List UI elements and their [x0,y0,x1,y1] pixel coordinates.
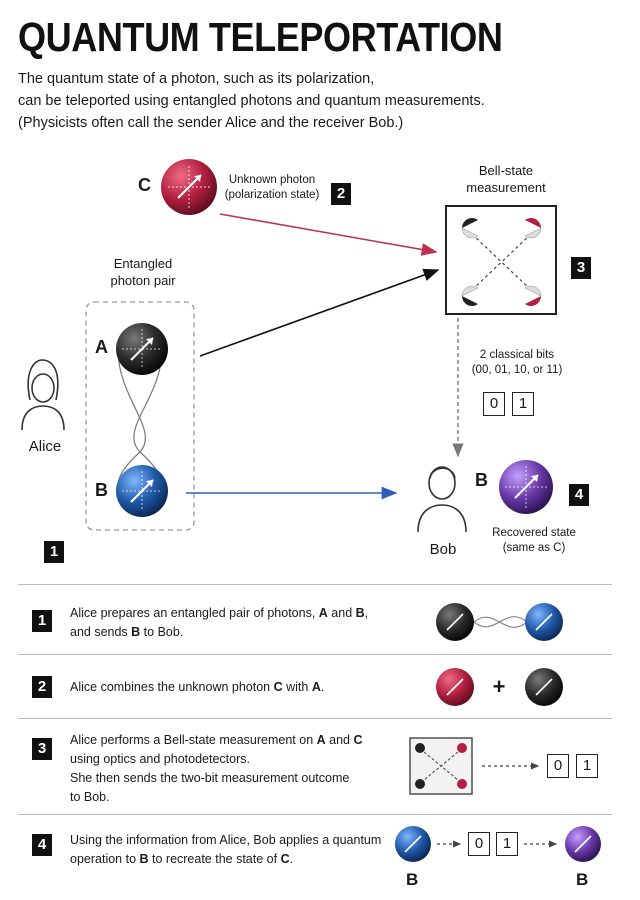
step-text-line: and sends B to Bob. [70,623,368,642]
arrow-a-to-bell [199,268,440,357]
step-text-segment: to Bob. [70,790,110,804]
step-badge-2: 2 [331,183,351,205]
recovered-state-label: Recovered state (same as C) [492,527,576,554]
photon-b [116,465,168,517]
step-3-text: Alice performs a Bell-state measurement … [70,731,363,807]
step-text-segment: . [289,852,294,866]
bob-photon-letter: B [475,470,488,490]
step-text-segment: She then sends the two-bit measurement o… [70,771,350,785]
step-badge-4: 4 [569,484,589,506]
step-text-line: Using the information from Alice, Bob ap… [70,831,381,850]
divider [18,814,612,815]
intro-line: The quantum state of a photon, such as i… [18,71,375,87]
bit-box: 1 [512,392,534,416]
unknown-photon-label: Unknown photon (polarization state) [224,174,320,201]
step-text-segment: using optics and photodetectors. [70,752,250,766]
photon-c [161,159,217,215]
bell-state-label: Bell-state measurement [466,163,546,195]
arrow-c-to-bell [219,213,438,256]
step-list-badge-4: 4 [32,834,52,856]
photon-recovered [499,460,553,514]
step-badge-1: 1 [44,541,64,563]
step-badge-3: 3 [571,257,591,279]
step4-b-right-letter: B [576,870,589,889]
step-text-segment: to Bob. [140,625,184,639]
step-list-badge-1: 1 [32,610,52,632]
step-text-emphasis: B [355,606,365,620]
bit-box: 0 [468,832,490,856]
step-text-line: to Bob. [70,788,363,807]
step-text-segment: and [325,733,354,747]
bit-box: 0 [483,392,505,416]
step-list-badge-2: 2 [32,676,52,698]
bell-state-box [445,205,557,315]
step-2-text: Alice combines the unknown photon C with… [70,678,324,697]
step-text-line: Alice combines the unknown photon C with… [70,678,324,697]
step3-illustration [409,737,540,795]
photon-b-letter: B [95,480,108,500]
intro-line: (Physicists often call the sender Alice … [18,115,404,131]
bit-box: 1 [496,832,518,856]
step-text-segment: Alice prepares an entangled pair of phot… [70,606,319,620]
step-text-segment: to recreate the state of [148,852,281,866]
plus-sign: + [492,674,506,699]
alice-figure [21,359,65,431]
step-text-line: Alice performs a Bell-state measurement … [70,731,363,750]
step-text-segment: with [282,680,312,694]
step-list-badge-3: 3 [32,738,52,760]
step-text-emphasis: C [280,852,290,866]
step-text-emphasis: B [139,852,149,866]
step2-illustration [436,668,563,706]
entangled-pair-frame [85,301,195,531]
step1-illustration [436,603,563,641]
step-text-segment: and sends [70,625,132,639]
bob-label: Bob [429,541,457,558]
step-text-segment: . [320,680,325,694]
step-4-text: Using the information from Alice, Bob ap… [70,831,381,869]
step-text-segment: Alice performs a Bell-state measurement … [70,733,317,747]
step-text-emphasis: A [318,606,328,620]
photon-c-letter: C [138,175,151,195]
alice-label: Alice [28,438,62,455]
step-text-segment: , [364,606,369,620]
step4-b-left-letter: B [406,870,419,889]
bit-box: 0 [547,754,569,778]
step-text-emphasis: C [273,680,283,694]
intro-text: The quantum state of a photon, such as i… [18,68,618,134]
step-text-emphasis: A [316,733,326,747]
step-text-emphasis: C [353,733,363,747]
step4-illustration [395,826,601,862]
bit-box: 1 [576,754,598,778]
step-text-line: Alice prepares an entangled pair of phot… [70,604,368,623]
divider [18,584,612,585]
photon-a-letter: A [95,337,108,357]
step-text-emphasis: B [131,625,141,639]
entangled-pair-label: Entangled photon pair [110,256,176,288]
step-text-line: operation to B to recreate the state of … [70,850,381,869]
step-text-line: She then sends the two-bit measurement o… [70,769,363,788]
divider [18,718,612,719]
step-text-emphasis: A [311,680,321,694]
step-text-segment: operation to [70,852,140,866]
photon-a [116,323,168,375]
classical-bits-label: 2 classical bits (00, 01, 10, or 11) [471,349,563,376]
bob-figure [417,466,467,533]
divider [18,654,612,655]
step-text-segment: and [327,606,356,620]
page-title: QUANTUM TELEPORTATION [18,14,503,60]
step-text-segment: Alice combines the unknown photon [70,680,274,694]
step-1-text: Alice prepares an entangled pair of phot… [70,604,368,642]
intro-line: can be teleported using entangled photon… [18,93,485,109]
step-text-line: using optics and photodetectors. [70,750,363,769]
step-text-segment: Using the information from Alice, Bob ap… [70,833,382,847]
